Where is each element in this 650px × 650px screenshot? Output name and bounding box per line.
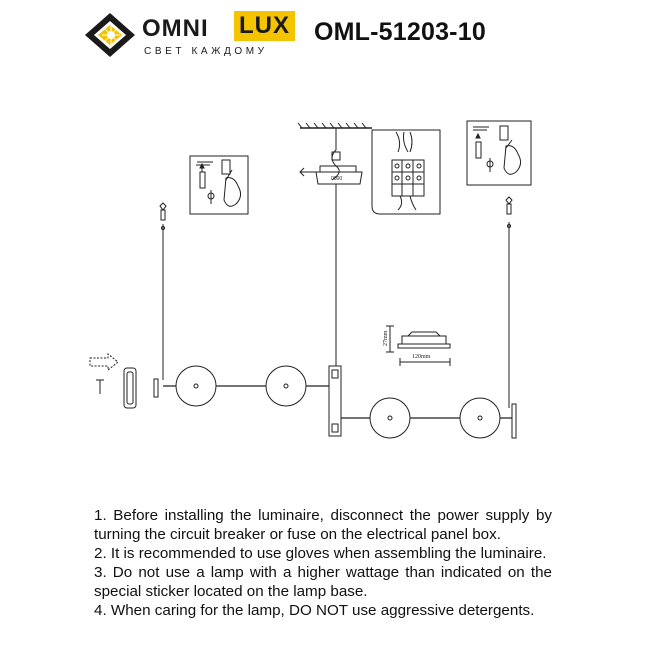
instruction-item: 4. When caring for the lamp, DO NOT use … bbox=[94, 602, 535, 619]
bulb-removal-hint bbox=[89, 352, 137, 409]
instruction-item: 2. It is recommended to use gloves when … bbox=[94, 545, 547, 562]
dimension-width-label: 120mm bbox=[412, 354, 431, 360]
brand-logo: OMNI LUX СВЕТ КАЖДОМУ bbox=[84, 8, 304, 62]
dimension-detail bbox=[386, 325, 451, 366]
dimension-height-label: 27mm bbox=[383, 330, 389, 346]
product-model-number: OML-51203-10 bbox=[314, 18, 486, 46]
brand-tagline: СВЕТ КАЖДОМУ bbox=[144, 46, 268, 57]
hand-screwdriver-icon bbox=[466, 120, 532, 186]
instruction-item: 1. Before installing the luminaire, disc… bbox=[94, 507, 552, 543]
omnilux-diamond-logo-icon bbox=[85, 13, 135, 57]
screw-in-icon bbox=[189, 155, 249, 215]
luminaire-body bbox=[153, 365, 517, 439]
canopy bbox=[299, 165, 363, 366]
right-suspension-hook bbox=[505, 196, 513, 408]
installation-diagram: 0000 bbox=[89, 120, 532, 439]
canopy-label: 0000 bbox=[331, 176, 342, 182]
brand-name-omni: OMNI bbox=[142, 15, 209, 42]
brand-name-lux: LUX bbox=[234, 11, 295, 41]
ceiling-mount-icon bbox=[297, 122, 372, 181]
instruction-item: 3. Do not use a lamp with a higher watta… bbox=[94, 564, 552, 600]
safety-instructions: 1. Before installing the luminaire, disc… bbox=[94, 506, 552, 620]
left-suspension-hook bbox=[159, 202, 167, 380]
terminal-block-icon bbox=[371, 129, 441, 215]
